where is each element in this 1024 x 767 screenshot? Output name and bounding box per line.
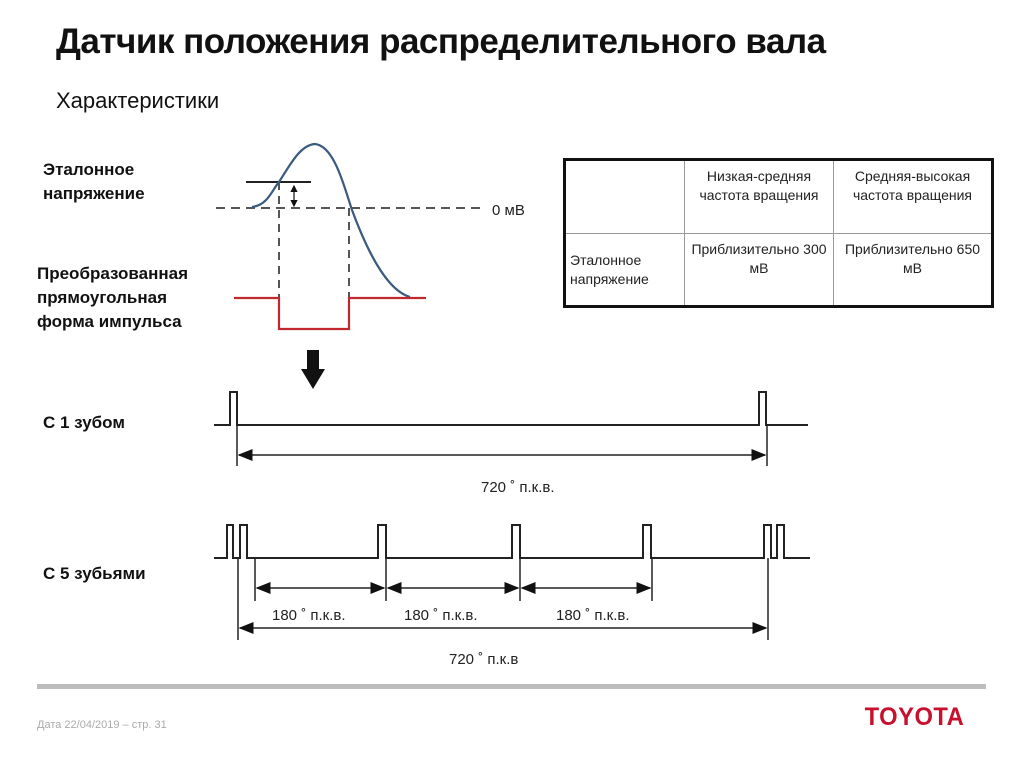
table-header-row: Низкая-средняя частота вращения Средняя-… (564, 159, 993, 234)
footer-date: Дата 22/04/2019 – стр. 31 (37, 719, 167, 731)
sensor-curve (251, 142, 411, 299)
square-pulse (234, 296, 426, 331)
down-arrow-icon (301, 350, 325, 389)
five-teeth-label: С 5 зубьями (43, 564, 146, 583)
span-180-b: 180 ˚ п.к.в. (404, 607, 478, 624)
span-720: 720 ˚ п.к.в (449, 651, 518, 668)
table-header-cell: Средняя-высокая частота вращения (833, 159, 993, 234)
sensor-signal-graph: 0 мВ (216, 142, 525, 389)
reference-voltage-label: Эталонное напряжение (43, 160, 145, 203)
one-tooth-train (214, 391, 808, 466)
table-header-cell: Низкая-средняя частота вращения (684, 159, 834, 234)
converted-pulse-label: Преобразованная прямоугольная форма импу… (37, 264, 188, 331)
table-cell: Приблизительно 650 мВ (833, 233, 993, 307)
footer-divider (37, 684, 986, 689)
table-cell: Приблизительно 300 мВ (684, 233, 834, 307)
table-header-cell (564, 159, 685, 234)
five-teeth-train (214, 524, 810, 640)
table-row: Эталонное напряжение Приблизительно 300 … (564, 233, 993, 307)
span-180-c: 180 ˚ п.к.в. (556, 607, 630, 624)
subtitle: Характеристики (56, 88, 220, 113)
zero-mv-label: 0 мВ (492, 202, 525, 219)
table-cell: Эталонное напряжение (564, 233, 685, 307)
one-tooth-label: С 1 зубом (43, 413, 125, 432)
one-tooth-span-label: 720 ˚ п.к.в. (481, 479, 555, 496)
characteristics-table: Низкая-средняя частота вращения Средняя-… (563, 158, 994, 308)
toyota-logo: TOYOTA (864, 703, 965, 731)
span-180-a: 180 ˚ п.к.в. (272, 607, 346, 624)
page-title: Датчик положения распределительного вала (56, 22, 826, 61)
